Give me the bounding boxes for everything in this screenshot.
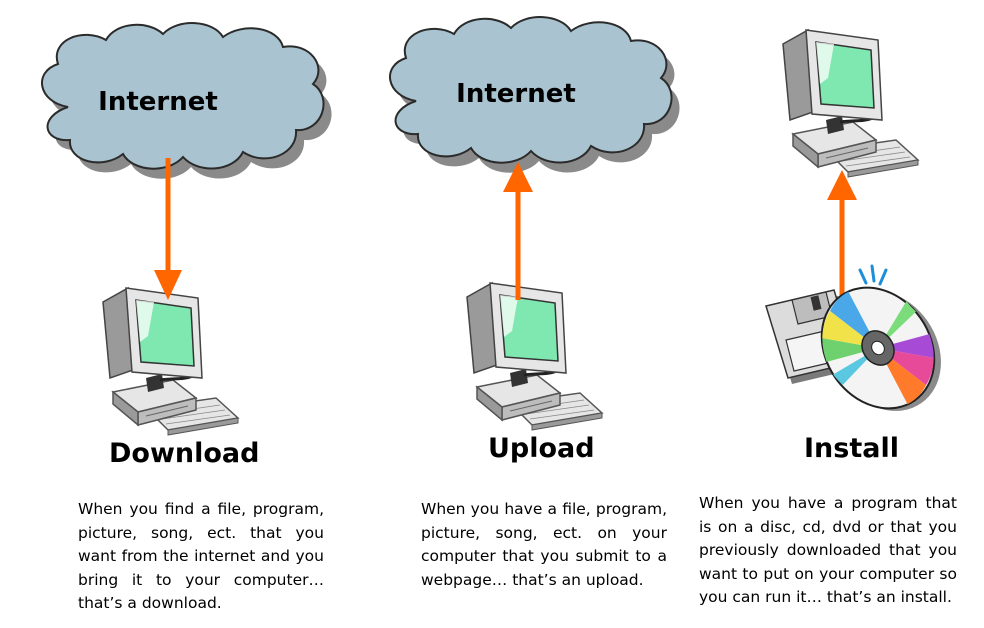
sparkle-icon [858,264,888,286]
download-title: Download [109,438,260,469]
download-arrow [154,158,182,300]
upload-panel: Internet [388,16,680,432]
install-title: Install [804,433,899,464]
cd-disc-icon [820,286,941,411]
computer-icon [101,286,240,437]
upload-description: When you have a file, program, picture, … [421,500,667,589]
upload-arrow [503,162,533,300]
download-description: When you find a file, program, picture, … [78,500,324,612]
computer-icon [781,28,920,179]
cloud-icon: Internet [40,22,332,179]
cloud-label-upload: Internet [456,79,576,109]
computer-icon [465,281,604,432]
upload-title: Upload [488,433,595,464]
install-description: When you have a program that is on a dis… [699,494,957,606]
cloud-label-download: Internet [98,87,218,117]
install-arrow [827,170,857,300]
install-panel [765,28,941,411]
cloud-icon: Internet [388,16,680,173]
download-panel: Internet [40,22,332,437]
